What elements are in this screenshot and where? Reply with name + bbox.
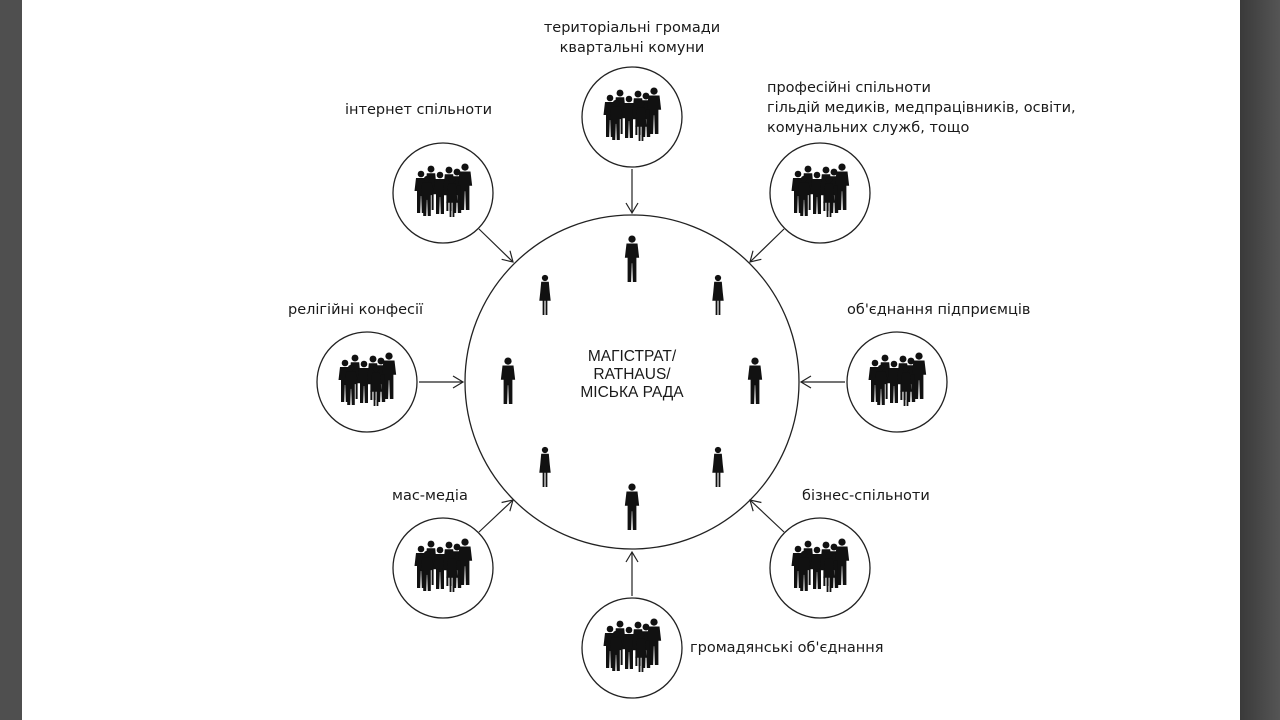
person-silhouette-icon — [624, 235, 640, 282]
center-title: МАГІСТРАТ/ RATHAUS/ МІСЬКА РАДА — [534, 348, 730, 402]
node-circle-bottom-right — [769, 517, 871, 619]
stakeholder-diagram — [316, 66, 948, 699]
label-line: об'єднання підприємців — [847, 302, 1031, 318]
label-line: релігійні конфесії — [288, 302, 424, 318]
arrow-top-left — [478, 228, 514, 263]
node-circle-top-right — [769, 142, 871, 244]
label-line: інтернет спільноти — [345, 102, 493, 118]
center-title-line: RATHAUS/ — [593, 366, 671, 383]
label-entrepreneur-associations: об'єднання підприємців — [847, 300, 1030, 320]
slide-page: територіальні громади квартальні комуни … — [22, 0, 1240, 720]
node-circle-right — [846, 331, 948, 433]
label-line: бізнес-спільноти — [802, 488, 930, 504]
label-professional-communities: професійні спільноти гільдій медиків, ме… — [767, 78, 1076, 138]
label-line: гільдій медиків, медпрацівників, освіти, — [767, 100, 1076, 116]
label-line: квартальні комуни — [559, 40, 705, 56]
person-silhouette-icon — [500, 357, 516, 404]
group-silhouette-icon — [792, 538, 850, 592]
scrollbar-area — [1240, 0, 1280, 720]
node-circle-top — [581, 66, 683, 168]
node-circle-bottom-left — [392, 517, 494, 619]
label-line: громадянські об'єднання — [690, 640, 884, 656]
arrow-bottom-left — [478, 499, 514, 533]
label-mass-media: мас-медіа — [392, 486, 468, 506]
center-title-line: МІСЬКА РАДА — [580, 384, 684, 401]
node-circle-bottom — [581, 597, 683, 699]
person-silhouette-icon — [712, 274, 724, 315]
label-religious-denominations: релігійні конфесії — [288, 300, 423, 320]
center-title-line: МАГІСТРАТ/ — [587, 348, 677, 365]
label-line: комунальних служб, тощо — [767, 120, 970, 136]
label-line: територіальні громади — [543, 20, 721, 36]
arrow-bottom-right — [749, 499, 785, 533]
node-circle-left — [316, 331, 418, 433]
group-silhouette-icon — [415, 163, 473, 217]
group-silhouette-icon — [415, 538, 473, 592]
person-silhouette-icon — [539, 274, 551, 315]
label-line: мас-медіа — [392, 488, 468, 504]
arrow-top-right — [749, 228, 785, 263]
node-circle-top-left — [392, 142, 494, 244]
person-silhouette-icon — [624, 483, 640, 530]
label-business-communities: бізнес-спільноти — [802, 486, 930, 506]
person-silhouette-icon — [747, 357, 763, 404]
group-silhouette-icon — [792, 163, 850, 217]
person-silhouette-icon — [539, 446, 551, 487]
group-silhouette-icon — [869, 352, 927, 406]
city-council-circle — [464, 214, 800, 550]
label-territorial-communities: територіальні громади квартальні комуни — [532, 18, 732, 58]
label-line: професійні спільноти — [767, 80, 931, 96]
person-silhouette-icon — [712, 446, 724, 487]
group-silhouette-icon — [339, 352, 397, 406]
label-civic-associations: громадянські об'єднання — [690, 638, 884, 658]
group-silhouette-icon — [604, 618, 662, 672]
label-internet-communities: інтернет спільноти — [345, 100, 492, 120]
group-silhouette-icon — [604, 87, 662, 141]
